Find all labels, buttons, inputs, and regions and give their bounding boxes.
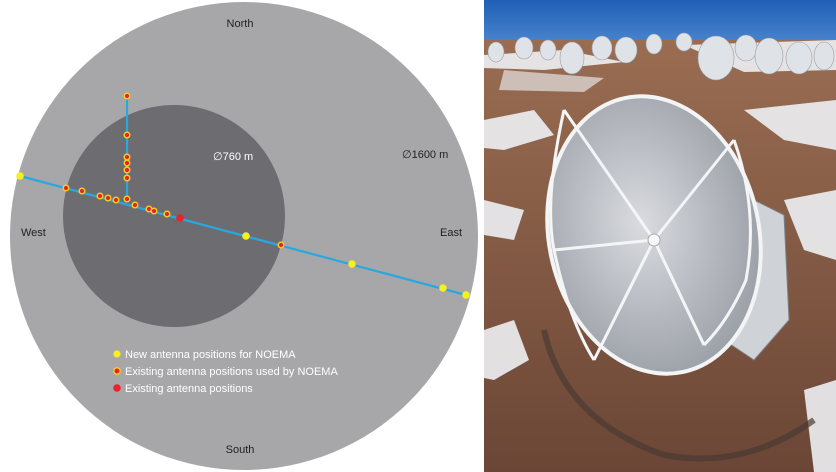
antenna-station-new — [439, 284, 447, 292]
legend: New antenna positions for NOEMA Existing… — [113, 349, 338, 395]
legend-label-existing: Existing antenna positions — [125, 383, 253, 395]
north-label: North — [227, 18, 254, 30]
legend-label-new: New antenna positions for NOEMA — [125, 349, 296, 361]
antenna-station-used — [96, 192, 104, 200]
antenna-station-new — [348, 260, 356, 268]
antenna-stations — [16, 92, 470, 299]
antenna-station-used — [78, 187, 86, 195]
dish-struts — [549, 109, 752, 361]
antenna-station-used — [62, 184, 70, 192]
antenna-station-used — [123, 92, 131, 100]
antenna-station-used — [123, 166, 131, 174]
south-label: South — [226, 444, 255, 456]
legend-marker-existing — [113, 384, 121, 392]
antenna-station-used — [112, 196, 120, 204]
antenna-station-used — [123, 174, 131, 182]
antenna-station-used — [277, 241, 285, 249]
legend-item-new: New antenna positions for NOEMA — [113, 349, 296, 361]
antenna-station-used — [150, 207, 158, 215]
legend-label-existing-used: Existing antenna positions used by NOEMA — [125, 366, 338, 378]
antenna-station-used — [123, 131, 131, 139]
antenna-station-used — [123, 153, 131, 161]
legend-marker-new — [113, 350, 121, 358]
fence — [541, 329, 816, 462]
antenna-station-new — [16, 172, 24, 180]
outer-diameter-label: ∅1600 m — [402, 149, 448, 161]
antenna-station-used — [123, 195, 131, 203]
east-label: East — [440, 227, 462, 239]
antenna-station-used — [104, 194, 112, 202]
inner-diameter-label: ∅760 m — [213, 151, 253, 163]
antenna-station-used — [163, 210, 171, 218]
telescope-photo — [484, 0, 836, 472]
legend-item-existing: Existing antenna positions — [113, 383, 253, 395]
antenna-layout-diagram: North South West East ∅760 m ∅1600 m New… — [10, 2, 478, 470]
antenna-station-new — [462, 291, 470, 299]
distant-antennas — [487, 32, 835, 81]
antenna-station-used — [131, 201, 139, 209]
antenna-station-used — [123, 159, 131, 167]
west-label: West — [21, 227, 46, 239]
antenna-station-new — [242, 232, 250, 240]
subreflector — [647, 233, 661, 247]
antenna-station-existing — [176, 214, 184, 222]
legend-marker-existing-used — [113, 367, 121, 375]
legend-item-existing-used: Existing antenna positions used by NOEMA — [113, 366, 338, 378]
